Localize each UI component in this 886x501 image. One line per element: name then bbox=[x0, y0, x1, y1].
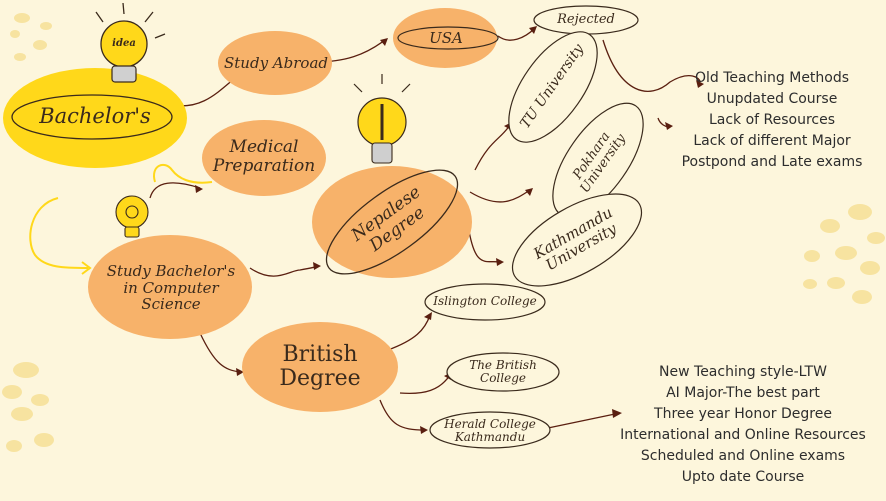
rejected-label: Rejected bbox=[557, 11, 615, 27]
yellow-arrows bbox=[29, 163, 213, 275]
idea-bulb-icon bbox=[95, 2, 166, 83]
list-item: New Teaching style-LTW bbox=[659, 364, 827, 380]
list-item: Lack of different Major bbox=[693, 133, 851, 149]
medical-blob bbox=[202, 120, 326, 196]
british-blob bbox=[242, 322, 398, 412]
herald-ring bbox=[429, 411, 551, 449]
herald-benefits-list: New Teaching style-LTW AI Major-The best… bbox=[612, 362, 874, 488]
british-label: British Degree bbox=[279, 341, 361, 391]
nepalese-blob bbox=[312, 166, 472, 278]
bachelors-label: Bachelor's bbox=[39, 104, 151, 129]
herald-label: Herald College Kathmandu bbox=[444, 416, 536, 444]
kathmandu-ring bbox=[511, 193, 643, 287]
usa-blob bbox=[393, 8, 497, 68]
tu-ring bbox=[508, 31, 598, 143]
list-item: Old Teaching Methods bbox=[694, 70, 850, 86]
gear-bulb-icon bbox=[115, 195, 149, 238]
study-cs-blob bbox=[88, 235, 252, 339]
nepalese-issues-list: Old Teaching Methods Unupdated Course La… bbox=[672, 68, 872, 173]
study-abroad-blob bbox=[218, 31, 332, 95]
the-british-college-label: The British College bbox=[469, 357, 537, 385]
decorative-dots bbox=[2, 13, 885, 452]
study-cs-label: Study Bachelor's in Computer Science bbox=[106, 262, 236, 314]
pencil-bulb-icon bbox=[353, 74, 411, 164]
usa-ring bbox=[397, 26, 499, 50]
the-british-college-ring bbox=[446, 352, 560, 392]
idea-label: idea bbox=[112, 37, 136, 49]
bachelors-ring bbox=[11, 94, 173, 140]
bachelors-blob bbox=[3, 68, 187, 168]
list-item: Unupdated Course bbox=[706, 91, 838, 107]
list-item: Three year Honor Degree bbox=[654, 406, 832, 422]
islington-label: Islington College bbox=[433, 294, 537, 309]
islington-ring bbox=[424, 283, 546, 321]
usa-label: USA bbox=[429, 28, 463, 47]
list-item: International and Online Resources bbox=[620, 427, 866, 443]
medical-label: Medical Preparation bbox=[212, 137, 316, 176]
list-item: Lack of Resources bbox=[708, 112, 836, 128]
list-item: Upto date Course bbox=[681, 469, 805, 485]
list-item: Postpond and Late exams bbox=[681, 154, 863, 170]
list-item: AI Major-The best part bbox=[666, 385, 820, 401]
study-abroad-label: Study Abroad bbox=[224, 53, 328, 72]
nepalese-ring bbox=[325, 169, 459, 275]
list-item: Scheduled and Online exams bbox=[640, 448, 846, 464]
